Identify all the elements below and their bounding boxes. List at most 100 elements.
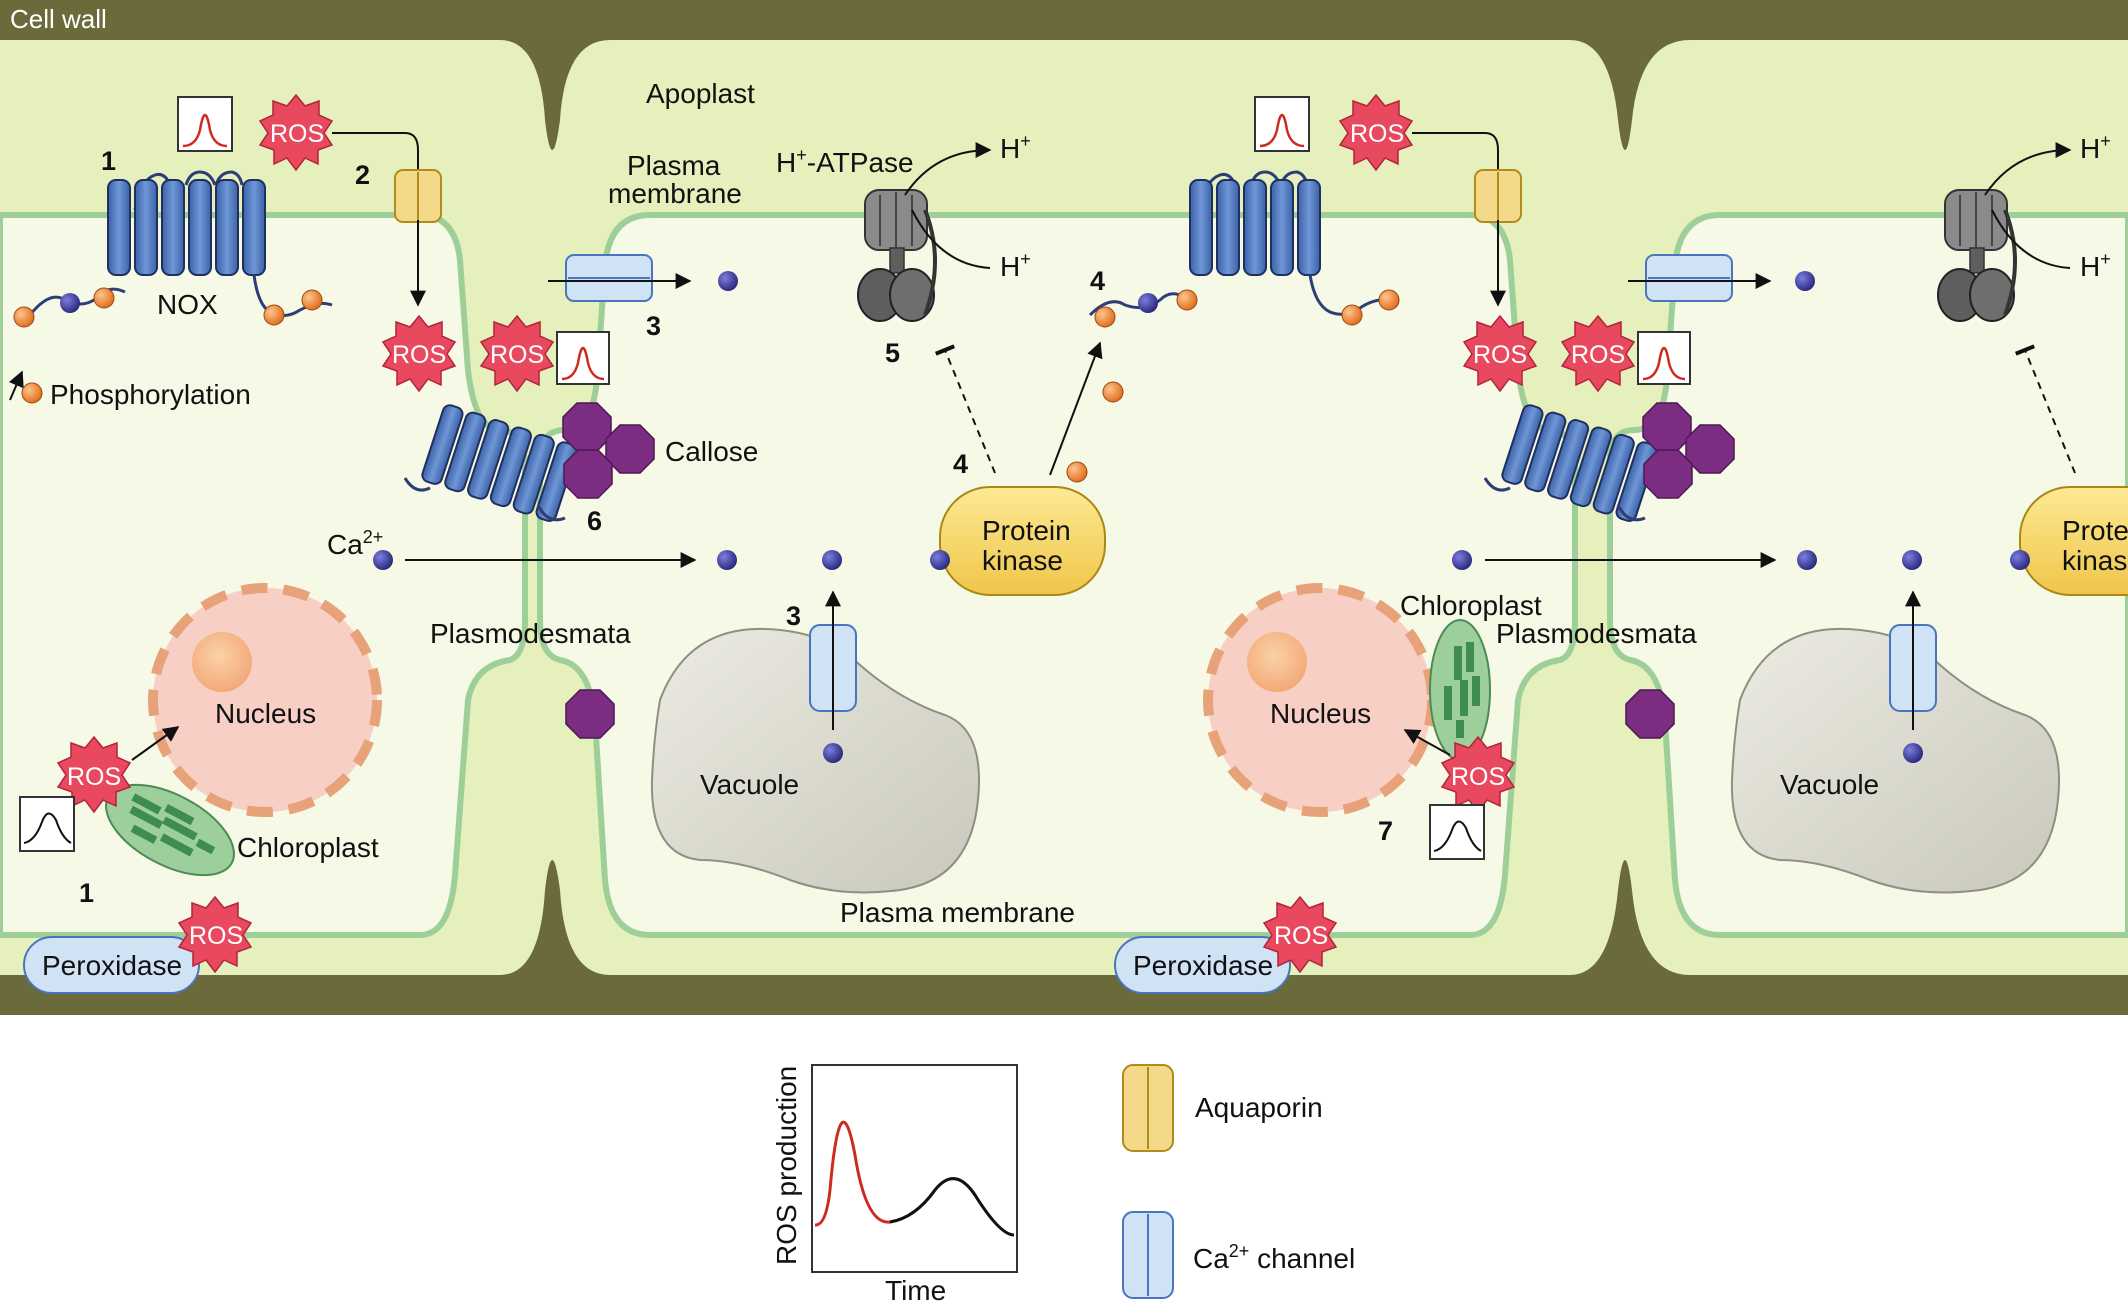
phosphate-group: [21, 382, 43, 404]
h-plus-in-label: H+: [1000, 249, 1031, 282]
svg-text:Peroxidase: Peroxidase: [1133, 950, 1273, 981]
calcium-ion: [1903, 743, 1923, 763]
calcium-ion: [60, 293, 80, 313]
svg-text:kinase: kinase: [982, 545, 1063, 576]
ros-slow-graph-2: [1429, 804, 1485, 860]
phosphate-group: [1378, 289, 1400, 311]
ros-molecule-6: ROS: [1338, 93, 1414, 172]
protein-kinase-1: Protein kinase: [939, 486, 1106, 596]
phosphate-group: [93, 287, 115, 309]
cell-1-cytoplasm: [0, 212, 528, 938]
svg-text:Nucleus: Nucleus: [1270, 698, 1371, 729]
svg-text:Nucleus: Nucleus: [215, 698, 316, 729]
nox-label: NOX: [157, 289, 218, 320]
phosphate-group: [301, 289, 323, 311]
step-number-1b: 1: [79, 878, 94, 908]
h-atpase-label: H+-ATPase: [776, 145, 914, 178]
nucleus-1: Nucleus: [148, 583, 382, 817]
callose-label: Callose: [665, 436, 758, 467]
plasma-membrane-label-line1: Plasma: [627, 150, 721, 181]
plasmodesmata-label-2: Plasmodesmata: [1496, 618, 1697, 649]
svg-text:ROS: ROS: [1274, 922, 1328, 950]
phosphate-group: [1094, 306, 1116, 328]
calcium-ion: [373, 550, 393, 570]
svg-text:ROS: ROS: [67, 763, 121, 791]
legend-aquaporin: Aquaporin: [1122, 1064, 1323, 1152]
step-number-4: 4: [953, 449, 968, 479]
svg-text:ROS: ROS: [1571, 341, 1625, 369]
h-atpase-1: [857, 189, 937, 322]
calcium-channel-1: [565, 254, 653, 302]
svg-text:Peroxidase: Peroxidase: [42, 950, 182, 981]
calcium-ion: [1795, 271, 1815, 291]
h-plus-out-label-2: H+: [2080, 131, 2111, 164]
h-plus-in-label-2: H+: [2080, 249, 2111, 282]
svg-text:ROS: ROS: [270, 120, 324, 148]
ros-molecule-10: ROS: [1262, 895, 1338, 974]
svg-text:Aquaporin: Aquaporin: [1195, 1092, 1323, 1123]
phosphate-group: [1341, 304, 1363, 326]
svg-text:Vacuole: Vacuole: [1780, 769, 1879, 800]
calcium-ion: [717, 550, 737, 570]
ros-production-graph: ROS production Time: [771, 1064, 1018, 1306]
vacuole-1: Vacuole: [650, 627, 980, 894]
calcium-ion: [1797, 550, 1817, 570]
peroxidase-1: Peroxidase: [23, 936, 200, 994]
plasma-membrane-bottom-label: Plasma membrane: [840, 897, 1075, 928]
ros-slow-graph-1: [19, 796, 75, 852]
ros-molecule-1: ROS: [258, 93, 334, 172]
svg-text:kinase: kinase: [2062, 545, 2128, 576]
step-number-3: 3: [646, 311, 661, 341]
calcium-ion: [823, 743, 843, 763]
ros-molecule-4: ROS: [56, 735, 132, 814]
svg-text:Vacuole: Vacuole: [700, 769, 799, 800]
callose-1: [562, 402, 655, 499]
step-number-5: 5: [885, 338, 900, 368]
callose-plug-1: [565, 689, 615, 739]
phosphate-group: [1176, 289, 1198, 311]
phosphate-group: [1102, 381, 1124, 403]
calcium-ion: [1452, 550, 1472, 570]
chloroplast-1: [105, 783, 235, 877]
step-number-1: 1: [101, 146, 116, 176]
svg-text:ROS: ROS: [392, 341, 446, 369]
step-number-2: 2: [355, 160, 370, 190]
calcium-ion: [930, 550, 950, 570]
peroxidase-2: Peroxidase: [1114, 936, 1291, 994]
nox-enzyme-1: [28, 170, 333, 317]
callose-2: [1642, 402, 1735, 499]
calcium-ion: [1138, 293, 1158, 313]
ros-production-axis-label: ROS production: [771, 1066, 802, 1265]
phosphate-group: [1066, 461, 1088, 483]
step-number-6: 6: [587, 506, 602, 536]
phosphate-group: [263, 304, 285, 326]
plasmodesmata-label-1: Plasmodesmata: [430, 618, 631, 649]
chloroplast-label-1: Chloroplast: [237, 832, 379, 863]
ros-peak-graph-2: [556, 331, 610, 385]
legend-calcium-channel: Ca2+ channel: [1122, 1211, 1355, 1299]
callose-plug-2: [1625, 689, 1675, 739]
ros-peak-graph-4: [1637, 331, 1691, 385]
phosphorylation-label: Phosphorylation: [50, 379, 251, 410]
svg-text:Protein: Protein: [2062, 515, 2128, 546]
time-axis-label: Time: [885, 1275, 946, 1306]
ros-molecule-5: ROS: [177, 895, 253, 974]
svg-text:ROS: ROS: [1473, 341, 1527, 369]
step-number-4b: 4: [1090, 266, 1105, 296]
chloroplast-2: [1429, 619, 1491, 761]
protein-kinase-2: Protein kinase: [2019, 486, 2128, 596]
ros-molecule-2: ROS: [381, 314, 457, 393]
h-plus-out-label: H+: [1000, 131, 1031, 164]
plasma-membrane-label-line2: membrane: [608, 178, 742, 209]
ros-molecule-3: ROS: [479, 314, 555, 393]
nox-enzyme-2: [1088, 170, 1391, 317]
step-number-3b: 3: [786, 601, 801, 631]
ros-peak-graph-3: [1254, 96, 1310, 152]
apoplast-label: Apoplast: [646, 78, 755, 109]
aquaporin-channel-2: [1474, 169, 1522, 223]
svg-text:Ca2+ channel: Ca2+ channel: [1193, 1241, 1355, 1274]
calcium-channel-2: [1645, 254, 1733, 302]
svg-text:ROS: ROS: [189, 922, 243, 950]
ros-molecule-7: ROS: [1462, 314, 1538, 393]
